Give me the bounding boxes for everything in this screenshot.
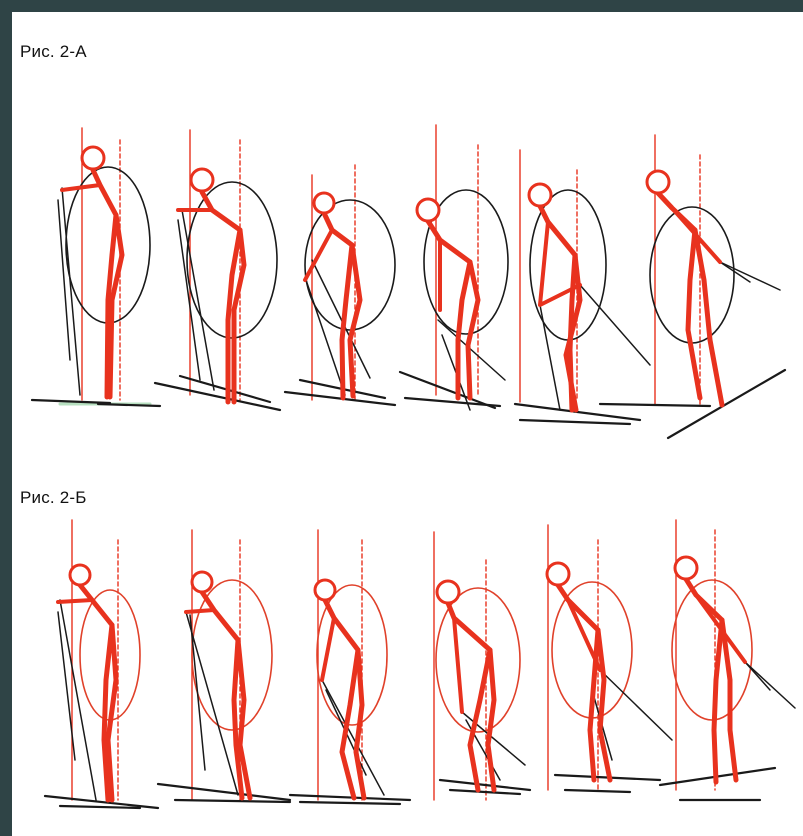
ski [440,780,530,790]
figure-a-phase-6 [600,135,785,438]
ski-pole [60,600,96,800]
skier-leg [488,650,494,790]
ski [290,795,410,800]
figure-a-phase-5 [515,150,650,424]
ski [565,790,630,792]
skier-head [529,184,551,206]
ski-pole [178,220,200,380]
ski-pole [745,662,795,708]
figure-a-phase-1 [32,128,160,406]
ski [405,398,500,406]
skier-body [686,579,722,782]
skier-head [314,193,334,213]
skier-arm [58,600,92,602]
posture-circle [672,580,752,720]
figure-b-phase-2 [158,530,290,802]
ski [450,790,520,794]
ski [175,800,290,802]
ski-pole [540,305,560,410]
skier-leg [356,650,364,798]
ski [60,806,140,808]
ski [285,392,395,405]
skier-arm [186,610,214,612]
skier-head [675,557,697,579]
ski-pole [600,670,672,740]
skier-head [70,565,90,585]
figure-b-phase-3 [290,530,410,804]
figure-b-phase-5 [547,525,672,792]
ski [600,404,710,406]
skier-head [547,563,569,585]
skier-body [202,592,242,798]
skier-head [417,199,439,221]
ski [300,802,400,804]
figure-b-phase-1 [45,520,158,808]
skier-head [437,581,459,603]
skier-head [192,572,212,592]
ski-pole [186,612,238,795]
skier-body [558,585,598,780]
skier-head [191,169,213,191]
skier-head [647,171,669,193]
figure-a-phase-4 [400,125,508,410]
figure-b-phase-6 [660,520,795,800]
skier-leg [598,630,610,780]
ski [32,400,110,403]
figure-a-phase-2 [155,130,280,410]
skier-head [315,580,335,600]
ski [668,370,785,438]
ski [520,420,630,424]
figure-a-phase-3 [285,165,395,405]
ski-pole [720,262,750,282]
figure-b-phase-4 [434,532,530,800]
ski-pole [720,262,780,290]
skier-arm [62,185,100,190]
ski [158,784,290,800]
skier-head [82,147,104,169]
skier-arm [322,618,334,680]
skier-arm [454,618,462,712]
skier-leg [468,262,478,398]
